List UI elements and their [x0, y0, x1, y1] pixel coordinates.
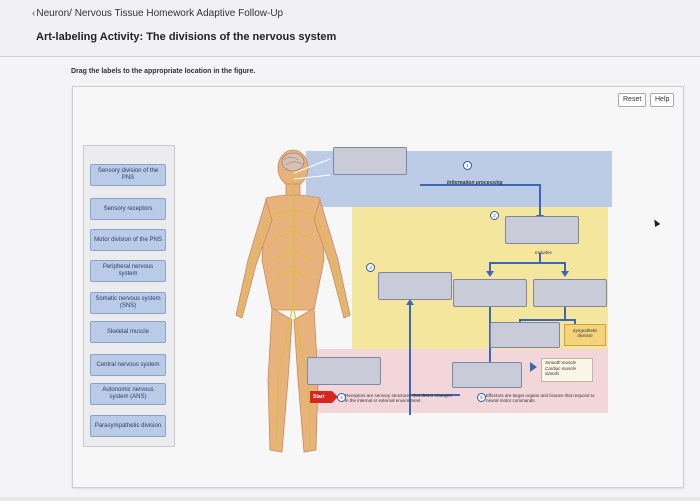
effectors-note: Effectors are target organs and tissues …	[486, 393, 595, 403]
breadcrumb-text[interactable]: Neuron/ Nervous Tissue Homework Adaptive…	[36, 8, 284, 19]
drop-zone-6[interactable]	[490, 322, 560, 348]
label-central-nervous-system[interactable]: Central nervous system	[90, 354, 166, 376]
step-badge: 5	[477, 393, 486, 402]
chevron-left-icon[interactable]: ‹	[32, 8, 36, 19]
label-autonomic-nervous-system[interactable]: Autonomic nervous system (ANS)	[90, 383, 166, 405]
label-peripheral-nervous-system[interactable]: Peripheral nervous system	[90, 260, 166, 282]
effector-smooth-muscle: Smooth muscle	[545, 360, 577, 365]
instructions-text: Drag the labels to the appropriate locat…	[71, 68, 256, 75]
label-skeletal-muscle[interactable]: Skeletal muscle	[90, 321, 166, 343]
drop-zone-8[interactable]	[452, 362, 522, 388]
includes-text: Includes	[535, 250, 552, 255]
sympathetic-box: Sympathetic division	[564, 324, 606, 346]
label-sensory-receptors[interactable]: Sensory receptors	[90, 198, 166, 220]
step-badge: 2	[490, 211, 499, 220]
drop-zone-3[interactable]	[378, 272, 452, 300]
drop-zone-1[interactable]	[333, 147, 407, 175]
reset-button[interactable]: Reset	[618, 93, 647, 107]
step-badge: 3	[366, 263, 375, 272]
effector-glands: Glands	[545, 371, 560, 376]
page-header	[0, 0, 700, 57]
step-badge: 1	[463, 161, 472, 170]
receptors-note: Receptors are sensory structures that de…	[345, 393, 452, 403]
human-figure-illustration	[235, 149, 351, 453]
effector-arrow-icon	[530, 362, 537, 372]
step-badge: 4	[337, 393, 346, 402]
info-processing-text: Information processing	[447, 180, 503, 186]
label-sensory-division[interactable]: Sensory division of the PNS	[90, 164, 166, 186]
label-parasympathetic-division[interactable]: Parasympathetic division	[90, 415, 166, 437]
label-somatic-nervous-system[interactable]: Somatic nervous system (SNS)	[90, 292, 166, 314]
activity-title: Art-labeling Activity: The divisions of …	[36, 31, 337, 43]
drop-zone-4[interactable]	[453, 279, 527, 307]
effector-list-box: Smooth muscle Cardiac muscle Glands	[541, 358, 593, 382]
drop-zone-5[interactable]	[533, 279, 607, 307]
breadcrumb[interactable]: ‹Neuron/ Nervous Tissue Homework Adaptiv…	[32, 8, 283, 19]
drop-zone-7[interactable]	[307, 357, 381, 385]
effector-cardiac-muscle: Cardiac muscle	[545, 366, 577, 371]
start-button: Start	[310, 391, 338, 403]
help-button[interactable]: Help	[650, 93, 675, 107]
drop-zone-2[interactable]	[505, 216, 579, 244]
label-motor-division[interactable]: Motor division of the PNS	[90, 229, 166, 251]
sympathetic-text: Sympathetic division	[572, 328, 598, 338]
